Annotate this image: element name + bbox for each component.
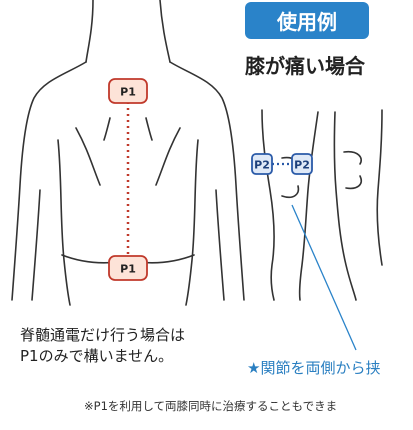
- pad-p1-top-label: P1: [120, 86, 136, 99]
- pointer-line: [291, 204, 357, 351]
- knee-pain-heading: 膝が痛い場合: [245, 54, 365, 78]
- usage-example-badge: 使用例: [245, 2, 369, 39]
- pad-p1-bottom-label: P1: [120, 263, 136, 276]
- knee-note: ★関節を両側から挟: [247, 359, 381, 377]
- pad-p1-bottom: P1: [108, 255, 148, 281]
- footnote: ※P1を利用して両膝同時に治療することもできま: [84, 399, 338, 413]
- back-figure: [11, 0, 245, 306]
- pad-p2-left: P2: [251, 153, 273, 175]
- pad-p2-right: P2: [291, 153, 313, 175]
- spine-caption: 脊髄通電だけ行う場合は P1のみで構いません。: [20, 325, 235, 367]
- pad-p1-top: P1: [108, 78, 148, 104]
- spine-caption-line2: P1のみで構いません。: [20, 347, 174, 365]
- pad-p2-left-label: P2: [254, 159, 270, 172]
- pad-p2-right-label: P2: [294, 159, 310, 172]
- spine-caption-line1: 脊髄通電だけ行う場合は: [20, 326, 186, 344]
